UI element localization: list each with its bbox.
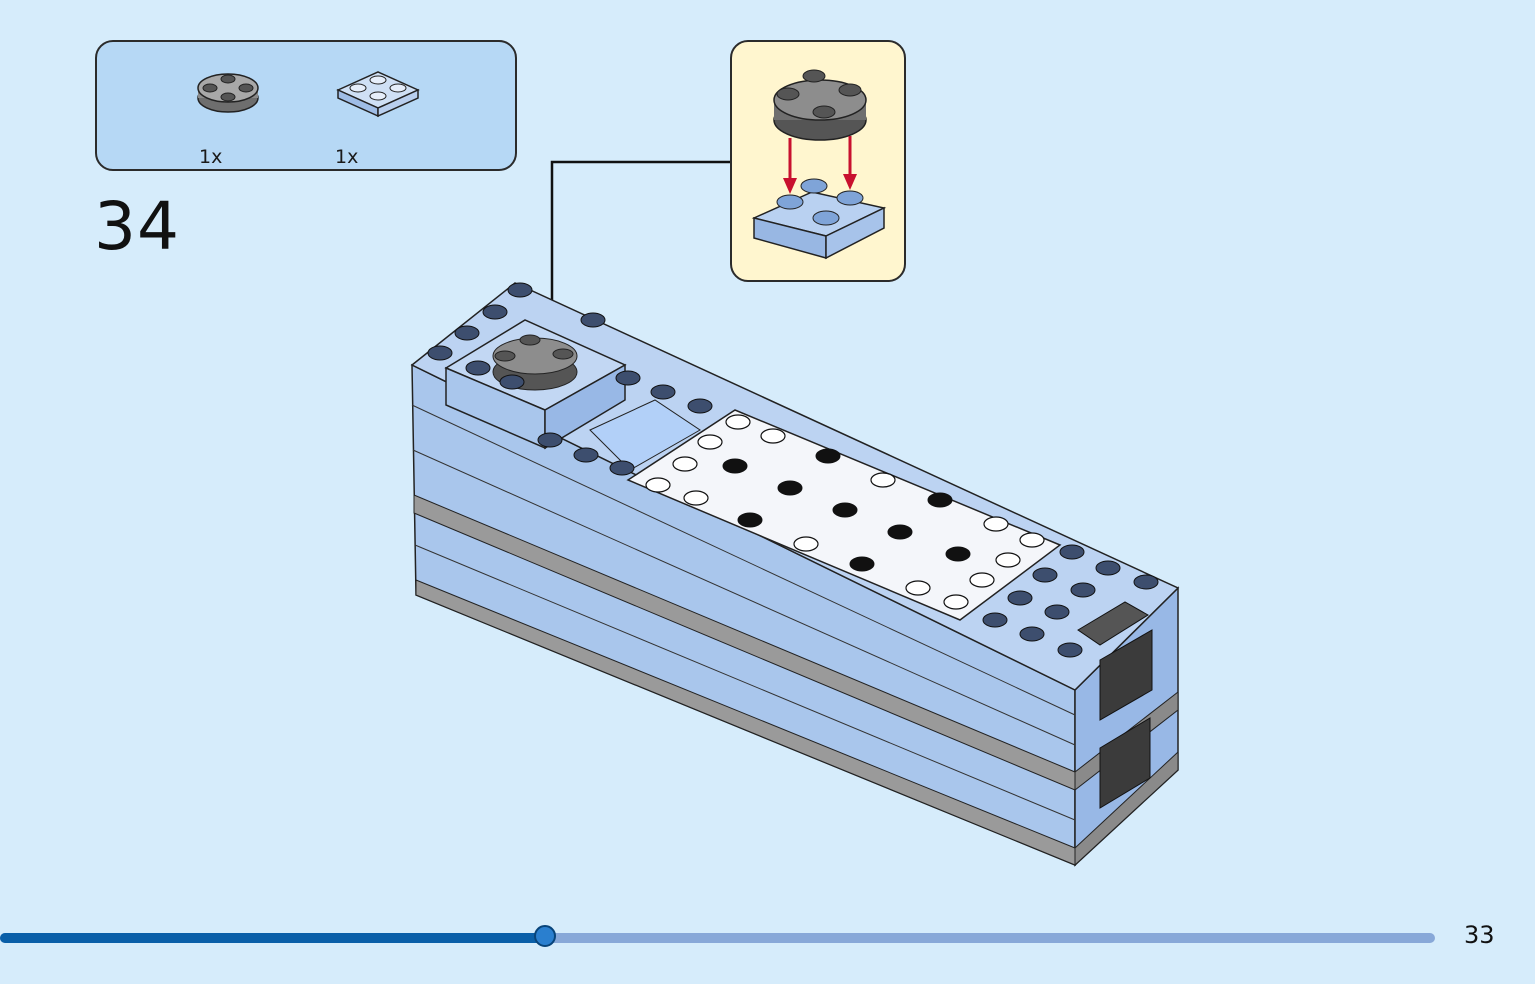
progress-indicator-knob [534,925,557,947]
part-item-round-plate: 1x [193,60,303,168]
part-item-square-plate: 1x [333,60,443,168]
attach-round-plate-to-square-plate-icon [751,69,887,260]
parts-list-box: 1x 1x [95,40,517,171]
round-gray-plate-icon [197,73,259,113]
building-model-assembly-icon [410,282,1180,867]
step-number: 34 [94,188,180,265]
page-number: 33 [1464,921,1495,949]
progress-bar [0,925,1435,947]
part-quantity: 1x [335,146,359,168]
sub-assembly-callout [730,40,906,282]
part-quantity: 1x [199,146,223,168]
light-blue-2x2-plate-icon [336,71,420,118]
progress-bar-fill [0,933,546,943]
